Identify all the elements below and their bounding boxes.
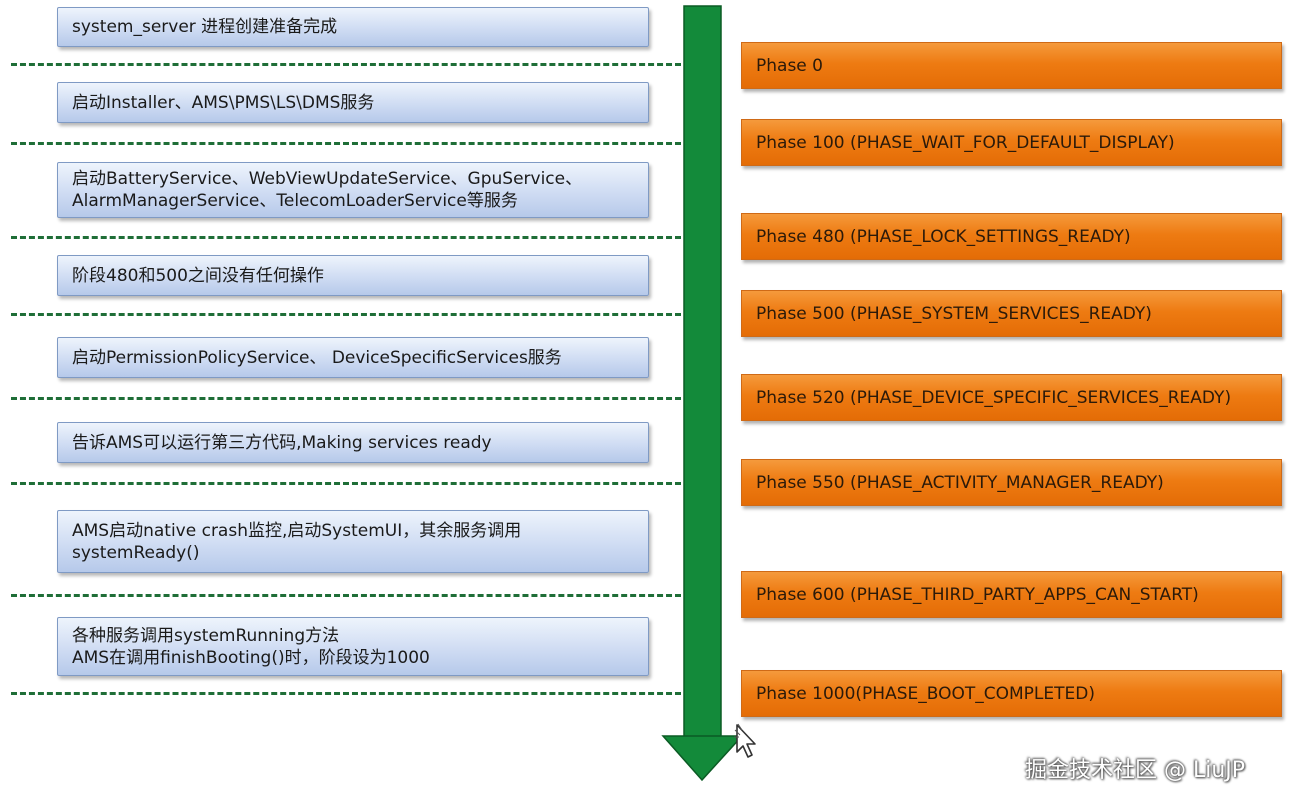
- phase-box: Phase 500 (PHASE_SYSTEM_SERVICES_READY): [741, 290, 1282, 337]
- phase-label: Phase 0: [756, 55, 823, 76]
- separator-line: [11, 692, 681, 695]
- separator-line: [11, 142, 681, 145]
- step-text: 阶段480和500之间没有任何操作: [72, 265, 324, 286]
- step-box: 阶段480和500之间没有任何操作: [57, 255, 649, 296]
- mouse-cursor-icon: [734, 723, 756, 758]
- step-text: 启动BatteryService、WebViewUpdateService、Gp…: [72, 169, 583, 211]
- step-text: 各种服务调用systemRunning方法 AMS在调用finishBootin…: [72, 625, 430, 668]
- phase-label: Phase 1000(PHASE_BOOT_COMPLETED): [756, 683, 1095, 704]
- phase-box: Phase 480 (PHASE_LOCK_SETTINGS_READY): [741, 213, 1282, 260]
- step-box: 各种服务调用systemRunning方法 AMS在调用finishBootin…: [57, 617, 649, 676]
- step-text: 启动Installer、AMS\PMS\LS\DMS服务: [72, 92, 375, 113]
- separator-line: [11, 594, 681, 597]
- separator-line: [11, 63, 681, 66]
- phase-label: Phase 500 (PHASE_SYSTEM_SERVICES_READY): [756, 303, 1152, 324]
- separator-line: [11, 236, 681, 239]
- phase-label: Phase 100 (PHASE_WAIT_FOR_DEFAULT_DISPLA…: [756, 132, 1175, 153]
- phase-label: Phase 480 (PHASE_LOCK_SETTINGS_READY): [756, 226, 1131, 247]
- step-box: 启动BatteryService、WebViewUpdateService、Gp…: [57, 162, 649, 218]
- phase-label: Phase 520 (PHASE_DEVICE_SPECIFIC_SERVICE…: [756, 387, 1232, 408]
- phase-label: Phase 600 (PHASE_THIRD_PARTY_APPS_CAN_ST…: [756, 584, 1199, 605]
- phase-box: Phase 600 (PHASE_THIRD_PARTY_APPS_CAN_ST…: [741, 571, 1282, 618]
- separator-line: [11, 482, 681, 485]
- phase-box: Phase 100 (PHASE_WAIT_FOR_DEFAULT_DISPLA…: [741, 119, 1282, 166]
- watermark: 掘金技术社区 @ LiuJP: [1025, 758, 1246, 783]
- timeline-arrow: [661, 5, 740, 782]
- step-text: system_server 进程创建准备完成: [72, 17, 338, 37]
- step-box: system_server 进程创建准备完成: [57, 7, 649, 47]
- step-text: AMS启动native crash监控,启动SystemUI，其余服务调用 sy…: [72, 520, 522, 563]
- phase-box: Phase 520 (PHASE_DEVICE_SPECIFIC_SERVICE…: [741, 374, 1282, 421]
- step-box: 告诉AMS可以运行第三方代码,Making services ready: [57, 422, 649, 463]
- phase-label: Phase 550 (PHASE_ACTIVITY_MANAGER_READY): [756, 472, 1164, 493]
- step-box: 启动PermissionPolicyService、 DeviceSpecifi…: [57, 337, 649, 378]
- phase-box: Phase 1000(PHASE_BOOT_COMPLETED): [741, 670, 1282, 717]
- step-text: 启动PermissionPolicyService、 DeviceSpecifi…: [72, 347, 562, 368]
- phase-box: Phase 550 (PHASE_ACTIVITY_MANAGER_READY): [741, 459, 1282, 506]
- separator-line: [11, 397, 681, 400]
- phase-box: Phase 0: [741, 42, 1282, 89]
- separator-line: [11, 313, 681, 316]
- step-box: AMS启动native crash监控,启动SystemUI，其余服务调用 sy…: [57, 510, 649, 573]
- step-text: 告诉AMS可以运行第三方代码,Making services ready: [72, 432, 492, 453]
- step-box: 启动Installer、AMS\PMS\LS\DMS服务: [57, 82, 649, 123]
